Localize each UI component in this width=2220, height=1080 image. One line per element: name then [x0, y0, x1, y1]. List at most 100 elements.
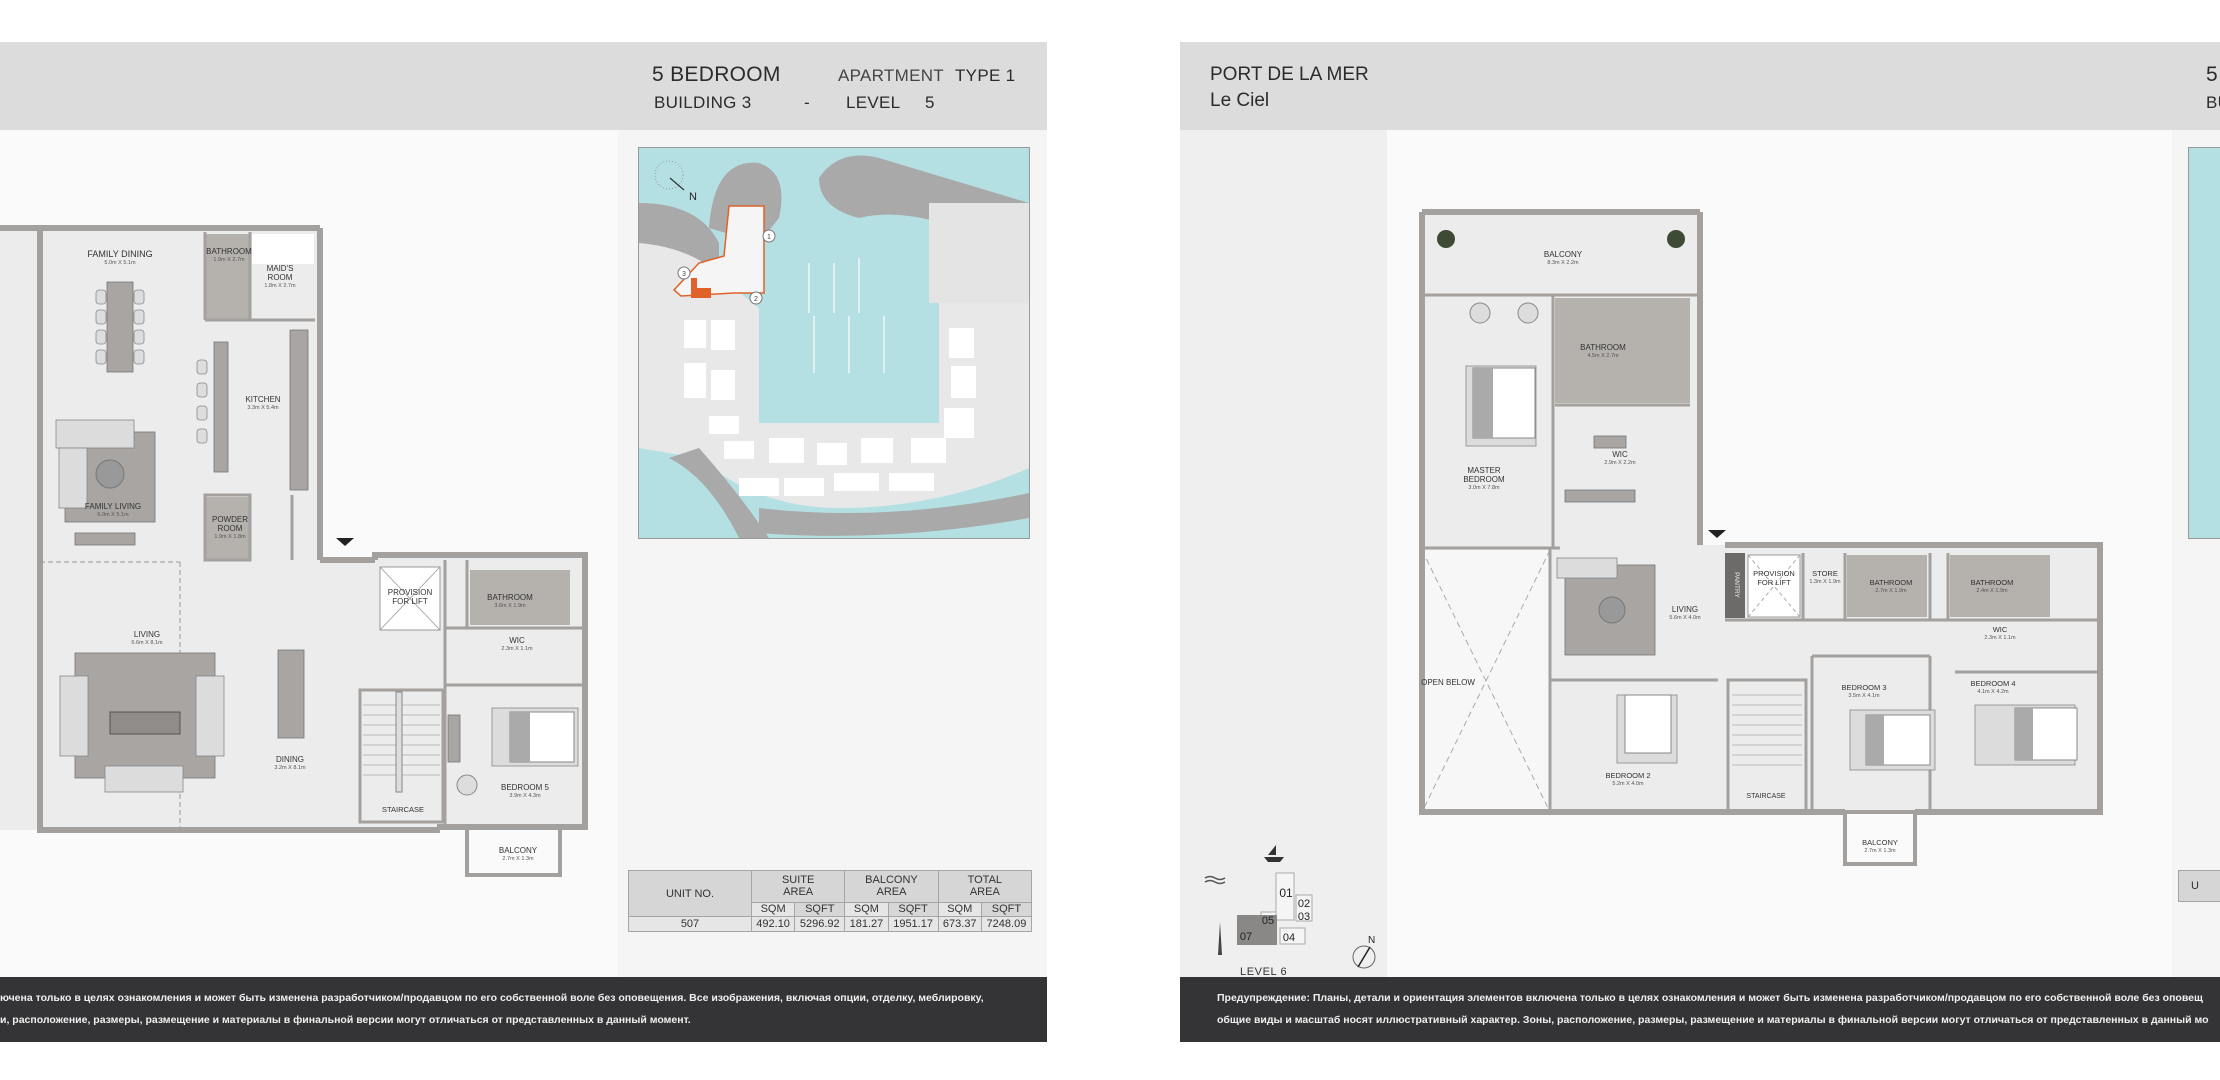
room-dim: 5.6m X 4.0m: [1669, 615, 1701, 621]
tower-icon: [1218, 922, 1222, 955]
disclaimer-line-1: Предупреждение: Планы, детали и ориентац…: [1217, 992, 2203, 1004]
building-highlight: [691, 278, 711, 298]
suite-sqft: 5296.92: [794, 916, 846, 932]
right-table-peek: U: [2178, 870, 2220, 902]
sub-header: SQFT: [887, 901, 939, 918]
key-unit-07: 07: [1240, 931, 1252, 943]
room-label-pantry: PANTRY: [1733, 572, 1740, 598]
room-label-bedroom-2: BEDROOM 2: [1605, 771, 1650, 780]
right-map-peek: [2188, 147, 2220, 539]
room-label-master-bedroom: MASTER: [1467, 466, 1501, 475]
header-peek-building: BU: [2206, 93, 2220, 112]
room-dim: 2.7m X 1.3m: [502, 856, 534, 862]
sub-header: SQFT: [980, 901, 1033, 918]
svg-text:3: 3: [682, 271, 686, 278]
north-label: N: [689, 191, 697, 203]
room-dim: 3.6m X 1.9m: [494, 603, 526, 609]
table-peek-text: U: [2191, 880, 2199, 892]
room-dim: 3.3m X 5.4m: [247, 405, 279, 411]
key-unit-02: 02: [1298, 898, 1310, 910]
total-sqm: 673.37: [937, 916, 982, 932]
room-label-line2: BEDROOM: [1463, 475, 1505, 484]
room-dim: 3.2m X 8.1m: [274, 765, 306, 771]
svg-text:2: 2: [754, 296, 758, 303]
right-floor-plan: BALCONY 8.3m X 2.2m MASTER BEDROOM 3.0m …: [1419, 209, 2103, 866]
unit-number: 507: [628, 916, 752, 932]
room-label-balcony: BALCONY: [499, 846, 538, 855]
room-dim: 4.1m X 4.2m: [1977, 689, 2009, 695]
key-level-label: LEVEL 6: [1240, 966, 1287, 978]
key-north-label: N: [1368, 935, 1375, 946]
total-sqft: 7248.09: [980, 916, 1033, 932]
room-dim: 8.3m X 2.2m: [1547, 260, 1579, 266]
header-separator: -: [804, 93, 810, 112]
room-dim: 2.7m X 1.9m: [1875, 588, 1907, 594]
room-dim: 5.2m X 4.0m: [1612, 781, 1644, 787]
header-peek-title: 5: [2206, 63, 2218, 86]
boat-icon: [1264, 845, 1284, 862]
right-page-sidebar: [1180, 130, 1387, 977]
unit-07-highlight: [1237, 915, 1277, 945]
room-dim: 6.0m X 5.1m: [97, 512, 129, 518]
level-key-plan: 01 02 03 04 05 07 LEVEL 6 N: [1204, 845, 1376, 978]
sub-header: SQM: [750, 901, 796, 918]
room-label-bedroom-3: BEDROOM 3: [1841, 683, 1886, 692]
disclaimer-line-1: ючена только в целях ознакомления и може…: [0, 992, 984, 1004]
room-label-master-bathroom: BATHROOM: [1580, 343, 1626, 352]
balcony-sqft: 1951.17: [887, 916, 939, 932]
entrance-marker-icon: [336, 538, 354, 546]
room-dim: 6.6m X 8.1m: [131, 640, 163, 646]
project-name: PORT DE LA MER: [1210, 64, 1369, 85]
building-name: Le Ciel: [1210, 90, 1270, 111]
room-label-line2: ROOM: [268, 273, 293, 282]
left-disclaimer-footer: ючена только в целях ознакомления и може…: [0, 977, 1047, 1042]
room-dim: 2.4m X 1.9m: [1976, 588, 2008, 594]
room-label-lift: PROVISION: [1753, 569, 1795, 578]
balcony-sqm: 181.27: [844, 916, 889, 932]
room-label-family-living: FAMILY LIVING: [85, 502, 141, 511]
room-label-balcony-bottom: BALCONY: [1862, 838, 1898, 847]
room-label-line2: FOR LIFT: [392, 597, 428, 606]
room-dim: 4.5m X 2.7m: [1587, 353, 1619, 359]
location-map: 1 2 3 N: [638, 147, 1030, 539]
room-label-bathroom: BATHROOM: [206, 247, 252, 256]
room-label-bathroom-2: BATHROOM: [487, 593, 533, 602]
level-label: LEVEL: [846, 93, 901, 112]
room-label-line2: FOR LIFT: [1757, 578, 1791, 587]
room-dim: 2.7m X 1.3m: [1864, 848, 1896, 854]
room-label-bathroom-a: BATHROOM: [1870, 578, 1913, 587]
room-label-wic: WIC: [1993, 625, 2008, 634]
map-marker-2: 2: [749, 291, 763, 305]
room-label-wic: WIC: [509, 636, 525, 645]
table-row: 507 492.10 5296.92 181.27 1951.17 673.37…: [628, 916, 1033, 932]
type-label: TYPE 1: [955, 66, 1016, 85]
room-label-store: STORE: [1812, 569, 1838, 578]
room-label-bathroom-b: BATHROOM: [1971, 578, 2014, 587]
room-dim: 2.9m X 2.2m: [1604, 460, 1636, 466]
right-page-header: [1180, 42, 2220, 130]
room-label-powder-room: POWDER: [212, 515, 248, 524]
room-label-bedroom-5: BEDROOM 5: [501, 783, 550, 792]
disclaimer-line-2: общие виды и масштаб носят иллюстративны…: [1217, 1014, 2209, 1026]
room-dim: 5.0m X 5.1m: [104, 260, 136, 266]
room-label-bedroom-4: BEDROOM 4: [1970, 679, 2015, 688]
room-label-living: LIVING: [134, 630, 160, 639]
suite-sqm: 492.10: [750, 916, 796, 932]
left-floor-plan: FAMILY DINING 5.0m X 5.1m BATHROOM 1.9m …: [0, 225, 588, 877]
map-marker-3: 3: [677, 266, 691, 280]
room-dim: 3.0m X 7.8m: [1468, 485, 1500, 491]
room-label-family-dining: FAMILY DINING: [87, 249, 152, 259]
room-dim: 2.3m X 1.1m: [501, 646, 533, 652]
sub-header: SQM: [844, 901, 889, 918]
room-label-dining: DINING: [276, 755, 304, 764]
bedroom-title: 5 BEDROOM: [652, 63, 781, 86]
key-unit-05: 05: [1262, 915, 1274, 927]
north-arrow-icon: [654, 160, 685, 191]
unit-no-header: UNIT NO.: [628, 869, 752, 918]
room-label-open-below: OPEN BELOW: [1421, 678, 1475, 687]
svg-text:1: 1: [767, 234, 771, 241]
key-unit-01: 01: [1279, 886, 1293, 900]
room-dim: 3.5m X 4.1m: [1848, 693, 1880, 699]
